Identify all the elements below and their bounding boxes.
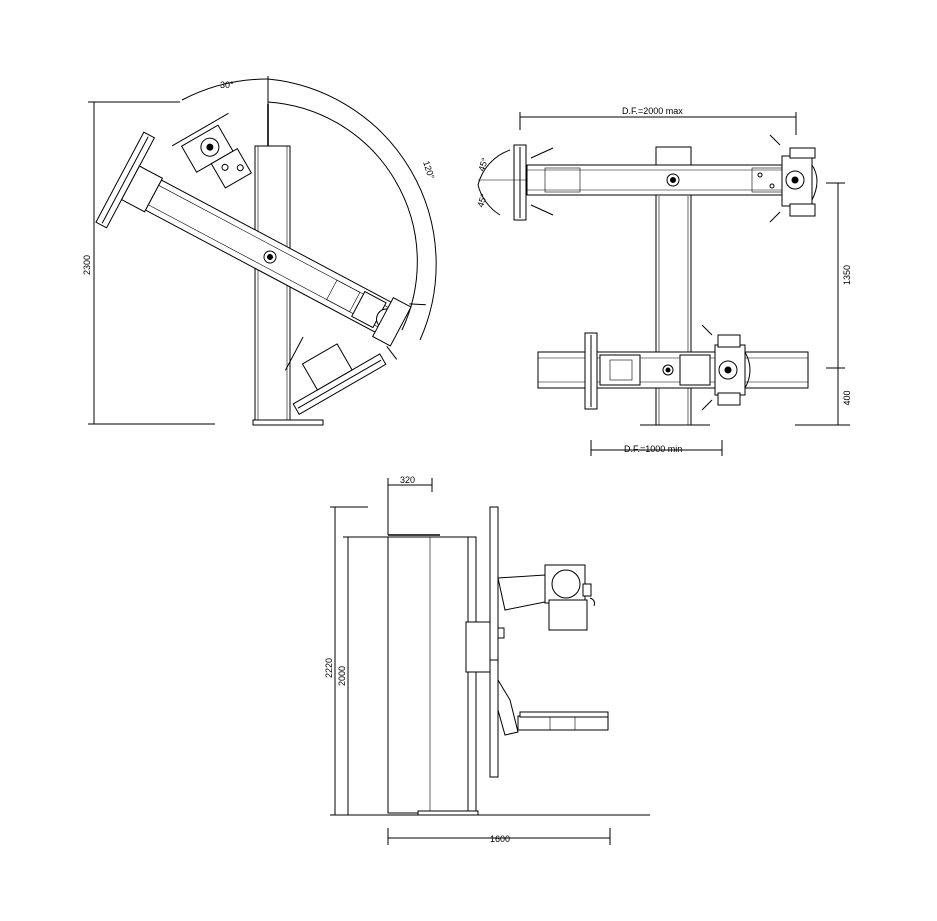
carriage <box>489 506 499 778</box>
column-base-plate <box>252 419 324 426</box>
sid-view: D.F.=2000 max 45° 45° <box>475 106 852 456</box>
dim-2300: 2300 <box>82 255 92 275</box>
side-detector <box>517 715 609 731</box>
dim-angle-45-top: 45° <box>476 156 490 172</box>
rotation-view: 2300 30° 120° <box>82 76 437 426</box>
dim-df-max: D.F.=2000 max <box>622 106 683 116</box>
ghost-tube-upper <box>171 112 253 189</box>
dim-320: 320 <box>400 475 415 485</box>
lower-tube-head <box>701 324 751 411</box>
dim-2000: 2000 <box>337 666 347 686</box>
upper-arm <box>526 164 803 196</box>
dim-df-min: D.F.=1000 min <box>624 444 682 454</box>
column <box>254 145 291 425</box>
dim-angle-30: 30° <box>220 80 234 90</box>
dim-1350: 1350 <box>842 265 852 285</box>
dim-400: 400 <box>842 390 852 405</box>
rotated-arm <box>95 131 426 360</box>
side-view: 320 2220 2000 160 <box>324 475 650 845</box>
ghost-detector-lower <box>284 336 387 416</box>
column-side <box>387 536 469 814</box>
dim-angle-45-bottom: 45° <box>475 192 489 208</box>
upper-tube-head <box>769 134 818 223</box>
dim-1600: 1600 <box>490 834 510 844</box>
dim-angle-120: 120° <box>421 160 436 181</box>
dim-2220: 2220 <box>324 658 334 678</box>
